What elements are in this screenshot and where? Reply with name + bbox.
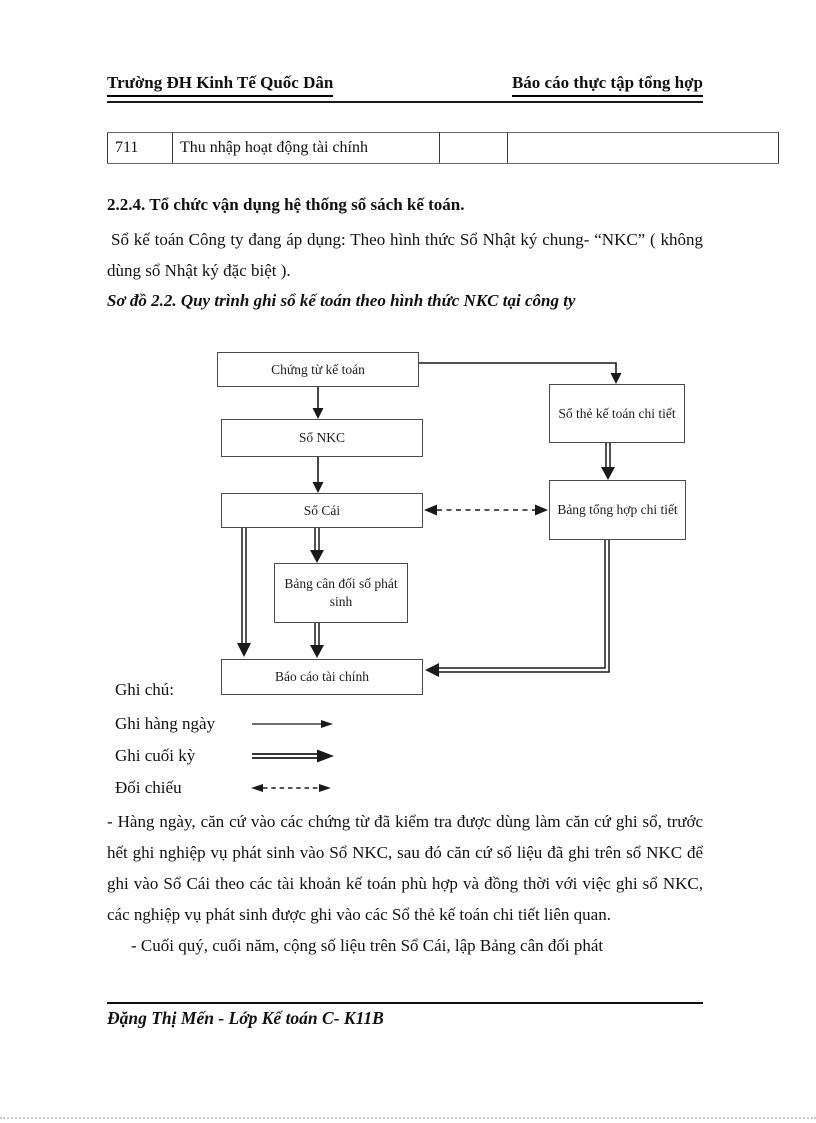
flow-box-label: Sổ Cái [303, 502, 341, 518]
header-school-title: Trường ĐH Kinh Tế Quốc Dân [107, 73, 334, 97]
table-empty-cell-2 [507, 132, 779, 164]
legend-item-reconcile: Đối chiếu [115, 777, 336, 799]
section-heading: 2.2.4. Tổ chức vận dụng hệ thống sổ sách… [107, 195, 465, 214]
flow-box-label: Bảng tổng hợp chi tiết [557, 502, 678, 518]
flow-box-label: Báo cáo tài chính [274, 669, 370, 685]
arrow-chungtu-to-sonkc [312, 387, 324, 419]
footer-author: Đặng Thị Mến - Lớp Kế toán C- K11B [107, 1008, 384, 1028]
flow-box-bang-can-doi: Bảng cân đối số phát sinh [274, 563, 408, 623]
flow-box-label: Sổ NKC [298, 430, 346, 446]
legend-label: Ghi cuối kỳ [115, 746, 196, 765]
flow-box-label: Bảng cân đối số phát sinh [284, 576, 398, 609]
legend-label: Ghi hàng ngày [115, 714, 216, 733]
diagram-caption: Sơ đồ 2.2. Quy trình ghi sổ kế toán theo… [107, 291, 576, 310]
single-arrow-icon [252, 720, 333, 728]
header-report-title: Báo cáo thực tập tổng hợp [511, 73, 703, 97]
flow-box-label: Chứng từ kế toán [271, 361, 365, 377]
legend-item-period-end: Ghi cuối kỳ [115, 745, 336, 767]
body-text: - Hàng ngày, căn cứ vào các chứng từ đã … [107, 806, 703, 961]
page-bottom-edge [0, 1117, 816, 1119]
arrow-sonkc-to-socai [312, 457, 324, 493]
header-rule [107, 101, 703, 103]
flow-box-bao-cao-tai-chinh: Báo cáo tài chính [221, 659, 423, 695]
footer-rule [107, 1002, 703, 1004]
arrow-socai-to-baocao [237, 528, 251, 657]
flow-box-chung-tu-ke-toan: Chứng từ kế toán [217, 352, 419, 387]
arrow-bangtonghop-to-baocao [425, 540, 610, 677]
double-arrow-icon [252, 749, 334, 763]
legend-item-daily: Ghi hàng ngày [115, 713, 336, 735]
flow-box-so-cai: Sổ Cái [221, 493, 423, 528]
legend-title: Ghi chú: [115, 680, 175, 699]
table-empty-cell-1 [439, 132, 508, 164]
intro-paragraph: Sổ kế toán Công ty đang áp dụng: Theo hì… [107, 230, 703, 280]
account-table: 711 Thu nhập hoạt động tài chính [107, 132, 779, 164]
arrow-socai-to-bangcandoi [310, 528, 324, 563]
arrow-sothe-to-bangtonghop [601, 443, 615, 480]
flow-box-label: Sổ thẻ kế toán chi tiết [558, 405, 676, 421]
account-name-cell: Thu nhập hoạt động tài chính [172, 132, 440, 164]
flow-box-so-the-chi-tiet: Sổ thẻ kế toán chi tiết [549, 384, 685, 443]
paragraph-period-end-procedure: - Cuối quý, cuối năm, cộng số liệu trên … [131, 936, 604, 955]
arrow-socai-bangtonghop-dashed [424, 504, 548, 516]
flow-box-so-nkc: Sổ NKC [221, 419, 423, 457]
table-row: 711 Thu nhập hoạt động tài chính [107, 132, 779, 164]
page-header: Trường ĐH Kinh Tế Quốc Dân Báo cáo thực … [107, 73, 703, 97]
arrow-bangcandoi-to-baocao [310, 623, 324, 658]
paragraph-daily-procedure: - Hàng ngày, căn cứ vào các chứng từ đã … [107, 812, 703, 924]
flow-box-bang-tong-hop: Bảng tổng hợp chi tiết [549, 480, 686, 540]
dashed-double-headed-arrow-icon [251, 784, 331, 792]
account-code-cell: 711 [107, 132, 173, 164]
arrow-chungtu-to-sothe [419, 362, 622, 384]
legend-label: Đối chiếu [115, 778, 182, 797]
